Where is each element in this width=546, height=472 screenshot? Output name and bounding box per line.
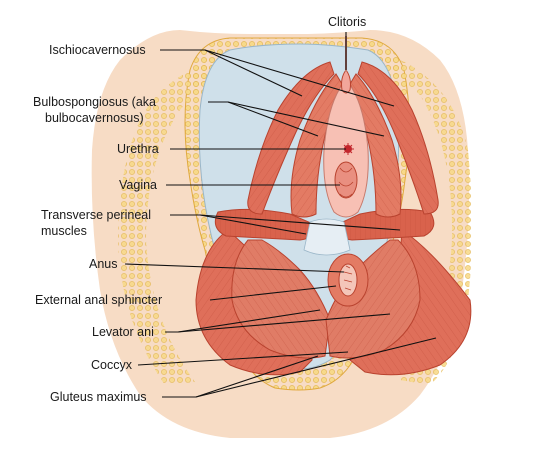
levator-right-fibers [326,240,420,358]
levator-left-fibers [231,240,330,358]
urethra-star [342,143,354,155]
anus-shape [338,263,358,297]
label-clitoris: Clitoris [328,15,366,29]
vaginal-folds [338,167,354,198]
label-urethra: Urethra [117,142,159,156]
leader-transverse-2 [199,214,401,231]
label-transverse-line2: muscles [41,224,87,238]
leader-bulbospongiosus-2 [227,101,385,137]
fat-outer-left [118,62,222,385]
leader-coccyx [137,351,349,366]
leader-levator-ani-2 [177,313,391,333]
clitoris-shape [341,69,351,94]
label-bulbospongiosus-line1: Bulbospongiosus (aka [33,95,156,109]
ischiocavernosus-right-fibers [358,62,439,214]
label-bulbospongiosus-line2: bulbocavernosus) [45,111,144,125]
label-gluteus-maximus: Gluteus maximus [50,390,147,404]
label-external-anal-sphincter: External anal sphincter [35,293,162,307]
leader-sphincter [209,285,337,301]
label-levator-ani: Levator ani [92,325,154,339]
label-ischiocavernosus: Ischiocavernosus [49,43,146,57]
bulbospongiosus-left-fibers [291,74,342,217]
label-coccyx: Coccyx [91,358,133,372]
vaginal-opening [334,161,358,199]
label-anus: Anus [89,257,118,271]
bulbospongiosus-right-fibers [350,74,401,217]
ischiocavernosus-left-fibers [247,62,334,214]
label-vagina: Vagina [119,178,157,192]
transverse-right-fibers [334,209,434,240]
perineal-body [303,218,351,256]
anus-folds [343,265,353,291]
leader-anus [124,263,345,273]
transverse-left-fibers [215,209,318,240]
label-transverse-line1: Transverse perineal [41,208,151,222]
leader-gluteus-2 [195,337,437,398]
leader-ischiocavernosus-2 [204,49,395,107]
